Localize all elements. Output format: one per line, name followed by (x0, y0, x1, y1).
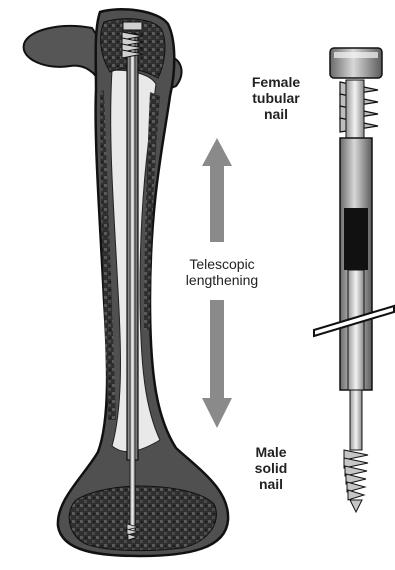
tube-window (344, 208, 368, 270)
arrow-down (202, 300, 232, 428)
telescopic-nail-detail (314, 48, 394, 512)
male-nail-label: Male solid nail (236, 444, 306, 492)
female-nail-label: Female tubular nail (236, 74, 316, 122)
male-thread (344, 450, 368, 500)
arrow-up (202, 138, 232, 242)
distal-marrow (69, 486, 216, 551)
telescopic-lengthening-label: Telescopic lengthening (172, 256, 272, 288)
male-rod (350, 390, 362, 450)
